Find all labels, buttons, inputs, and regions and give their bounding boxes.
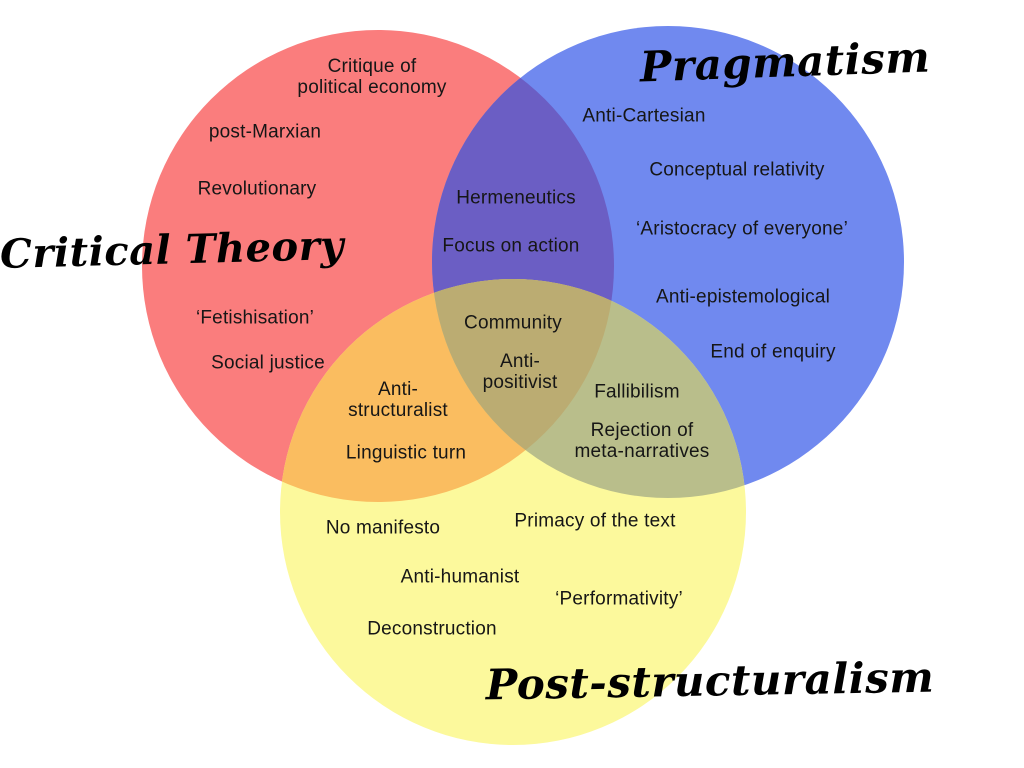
label-primacy-of-the-text: Primacy of the text (514, 510, 676, 532)
label-linguistic-turn: Linguistic turn (345, 442, 467, 464)
label-fallibilism: Fallibilism (594, 381, 680, 403)
label-hermeneutics: Hermeneutics (456, 187, 576, 209)
label-rejection-of-meta-narratives: Rejection of meta-narratives (574, 420, 710, 462)
label-end-of-enquiry: End of enquiry (710, 341, 836, 363)
label-focus-on-action: Focus on action (442, 235, 580, 257)
label-revolutionary: Revolutionary (197, 178, 317, 200)
label-anti-humanist: Anti-humanist (400, 566, 520, 588)
label-anti-structuralist: Anti- structuralist (348, 379, 448, 421)
label-social-justice: Social justice (211, 352, 325, 374)
label-conceptual-relativity: Conceptual relativity (649, 159, 825, 181)
pragmatism-title: Pragmatism (639, 32, 931, 92)
label-anti-cartesian: Anti-Cartesian (582, 105, 706, 127)
label-community: Community (464, 312, 562, 334)
label-fetishisation: ‘Fetishisation’ (195, 307, 315, 329)
label-anti-positivist: Anti- positivist (482, 351, 558, 393)
label-performativity: ‘Performativity’ (555, 588, 683, 610)
label-anti-epistemological: Anti-epistemological (655, 286, 831, 308)
label-post-marxian: post-Marxian (208, 121, 322, 143)
label-deconstruction: Deconstruction (367, 618, 497, 640)
overlap-pragmatism-post (432, 279, 746, 498)
label-critique-of-political-economy: Critique of political economy (297, 56, 447, 98)
post-structuralism-title: Post-structuralism (485, 652, 935, 710)
overlap-critical-post (280, 279, 614, 502)
label-aristocracy-of-everyone: ‘Aristocracy of everyone’ (636, 218, 848, 240)
critical-theory-title: Critical Theory (0, 222, 345, 278)
label-no-manifesto: No manifesto (325, 517, 441, 539)
